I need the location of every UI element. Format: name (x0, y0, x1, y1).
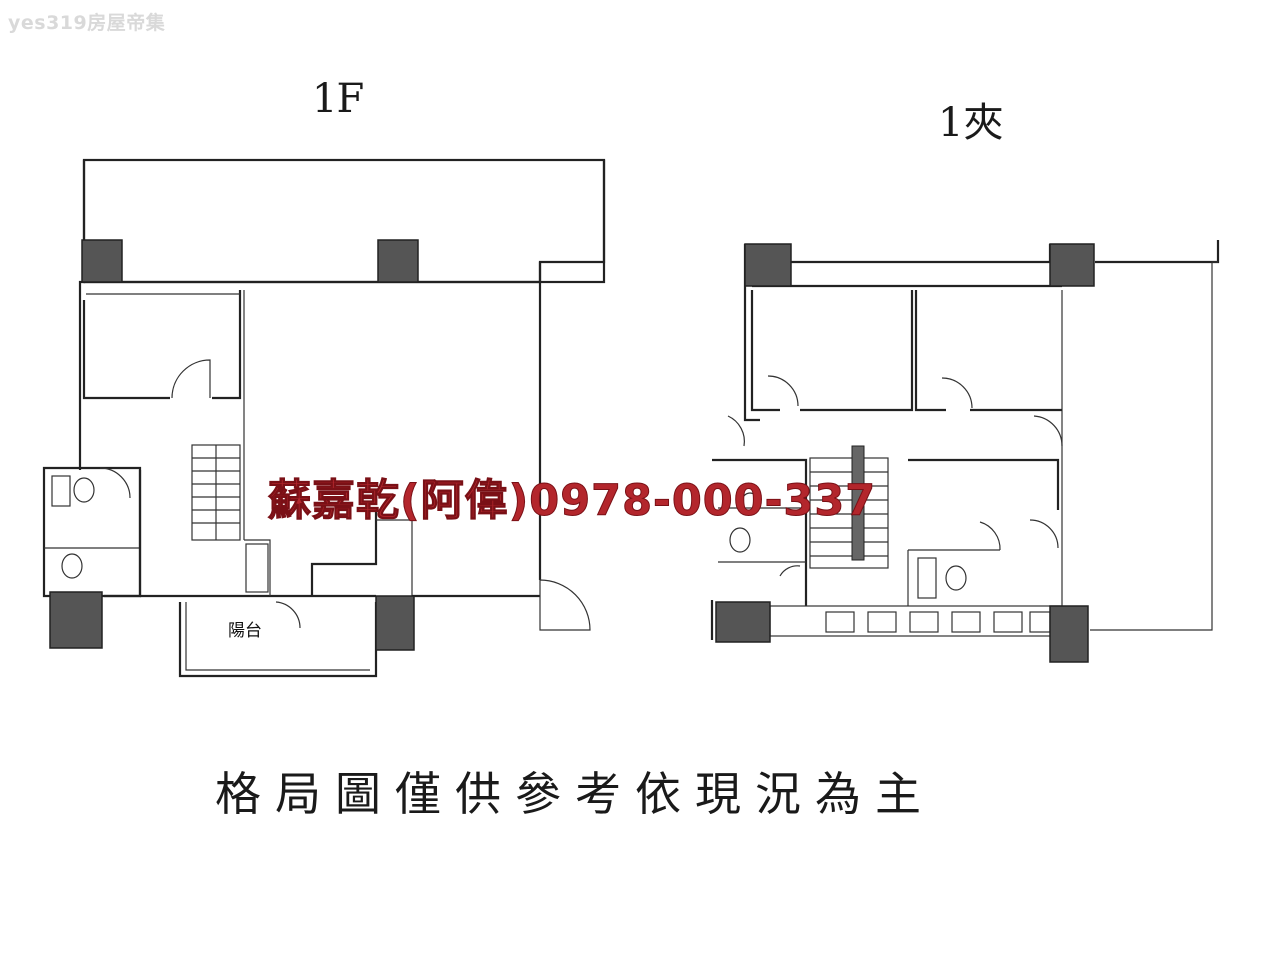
floor-plan-1f: 陽台 (42, 158, 606, 678)
terrace-hatched-area (82, 158, 606, 284)
column-mz-3 (715, 601, 771, 643)
column-1f-4 (375, 595, 415, 651)
column-1f-2 (377, 239, 419, 283)
column-mz-1 (744, 243, 792, 287)
floor-plan-title-mezzanine: 1夾 (938, 100, 1004, 146)
column-mz-2 (1049, 243, 1095, 287)
column-1f-3 (49, 591, 103, 649)
floor-plan-title-1f: 1F (312, 76, 364, 122)
column-1f-1 (81, 239, 123, 283)
column-mz-4 (1049, 605, 1089, 663)
watermark: yes319房屋帝集 (8, 12, 166, 34)
disclaimer-note: 格局圖僅供參考依現況為主 (215, 767, 935, 821)
floor-plan-mezzanine (710, 240, 1220, 663)
room-label-balcony: 陽台 (228, 621, 262, 641)
contact-overlay-text: 蘇嘉乾(阿偉)0978-000-337 (267, 476, 877, 527)
